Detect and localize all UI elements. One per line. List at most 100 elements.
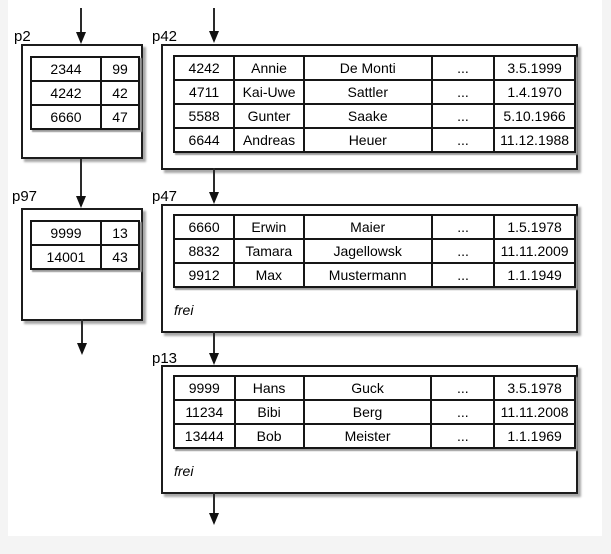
table-cell: 3.5.1999 (493, 55, 576, 81)
table-cell: Hans (233, 375, 305, 401)
arrow-p97-down-head-icon (77, 343, 87, 355)
table-cell: Guck (302, 375, 433, 401)
table-cell: Kai-Uwe (233, 79, 305, 105)
arrow-p2-to-p97-line (80, 159, 82, 197)
table-cell: 3.5.1978 (493, 375, 576, 401)
arrow-p97-down-line (81, 319, 83, 344)
table-cell: Andreas (233, 127, 305, 153)
arrow-into-p2-line (80, 8, 82, 33)
table-cell: 2344 (30, 56, 102, 82)
table-cell: 6644 (172, 127, 236, 153)
table-cell: Jagellowsk (302, 238, 433, 264)
table-cell: Gunter (233, 103, 305, 129)
page-label-p13: p13 (152, 350, 178, 367)
table-cell: ... (430, 79, 496, 105)
arrow-into-p42-head-icon (209, 31, 219, 43)
table-cell: Heuer (302, 127, 433, 153)
table-cell: 1.1.1949 (493, 262, 576, 288)
table-cell: ... (430, 423, 496, 449)
table-cell: 9999 (30, 220, 102, 246)
table-cell: 4711 (172, 79, 236, 105)
table-cell: ... (430, 103, 496, 129)
table-cell: 9912 (172, 262, 236, 288)
table-cell: 4242 (30, 80, 102, 106)
table-cell: 43 (100, 244, 140, 270)
table-cell: Bibi (233, 399, 305, 425)
arrow-p42-to-p47-line (213, 168, 215, 193)
table-cell: 1.5.1978 (493, 214, 576, 240)
table-cell: ... (430, 375, 496, 401)
table-cell: ... (430, 214, 496, 240)
table-cell: 5.10.1966 (493, 103, 576, 129)
table-cell: 6660 (30, 104, 102, 130)
arrow-p2-to-p97-head-icon (76, 196, 86, 208)
page-label-p42: p42 (152, 28, 178, 45)
table-cell: 11.12.1988 (493, 127, 576, 153)
table-cell: 13 (100, 220, 140, 246)
arrow-p13-down-head-icon (209, 513, 219, 525)
table-cell: ... (430, 399, 496, 425)
table-cell: Bob (233, 423, 305, 449)
table-cell: Maier (302, 214, 433, 240)
arrow-p47-to-p13-line (213, 331, 215, 354)
table-cell: Tamara (233, 238, 305, 264)
table-cell: 47 (100, 104, 140, 130)
table-cell: 11.11.2009 (493, 238, 576, 264)
free-space-label-p13: frei (174, 463, 194, 479)
table-cell: 42 (100, 80, 140, 106)
table-cell: ... (430, 127, 496, 153)
table-cell: 4242 (172, 55, 236, 81)
arrow-into-p2-head-icon (76, 32, 86, 44)
arrow-p42-to-p47-head-icon (209, 192, 219, 204)
arrow-into-p42-line (213, 8, 215, 32)
table-cell: Meister (302, 423, 433, 449)
table-cell: Annie (233, 55, 305, 81)
arrow-p47-to-p13-head-icon (209, 353, 219, 365)
table-cell: ... (430, 55, 496, 81)
table-cell: Berg (302, 399, 433, 425)
table-cell: 14001 (30, 244, 102, 270)
table-cell: Max (233, 262, 305, 288)
table-cell: 1.4.1970 (493, 79, 576, 105)
page-label-p2: p2 (14, 28, 31, 45)
table-cell: 11.11.2008 (493, 399, 576, 425)
table-cell: Sattler (302, 79, 433, 105)
table-cell: 5588 (172, 103, 236, 129)
table-cell: De Monti (302, 55, 433, 81)
page-label-p97: p97 (12, 188, 38, 205)
free-space-label-p47: frei (174, 302, 194, 318)
table-cell: 11234 (173, 399, 236, 425)
table-cell: ... (430, 262, 496, 288)
table-cell: 9999 (173, 375, 236, 401)
arrow-p13-down-line (213, 492, 215, 514)
table-cell: 1.1.1969 (493, 423, 576, 449)
table-cell: Erwin (233, 214, 305, 240)
table-cell: 13444 (173, 423, 236, 449)
table-cell: Mustermann (302, 262, 433, 288)
table-cell: Saake (302, 103, 433, 129)
table-cell: 6660 (172, 214, 236, 240)
